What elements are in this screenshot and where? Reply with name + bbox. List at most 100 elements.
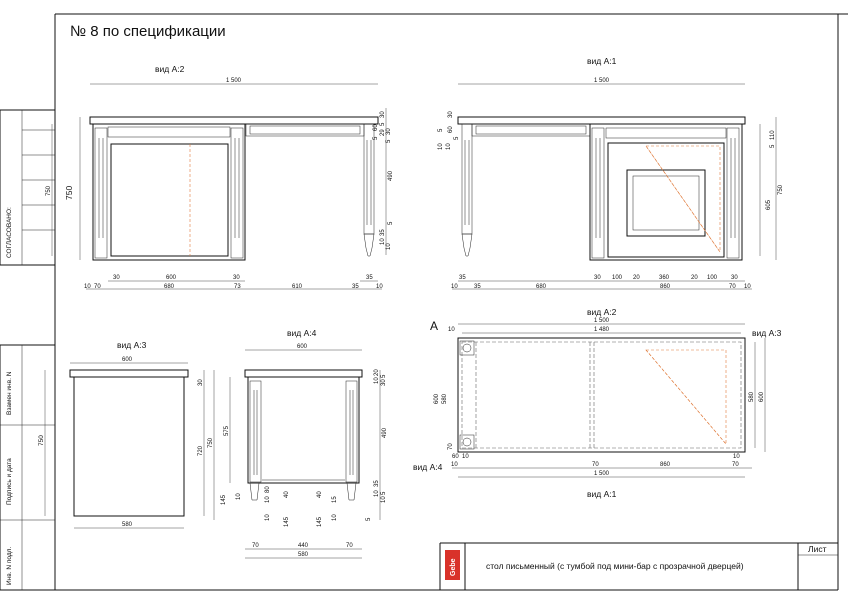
dim-a2-right-mid: 490 (388, 170, 394, 181)
dim-a4-in-4: 15 (332, 496, 338, 503)
dim-a3-bottom: 580 (122, 522, 133, 528)
sheet-title: № 8 по спецификации (70, 23, 226, 40)
dim-a1-b1-6: 100 (707, 275, 718, 281)
plan-right-small: 10 (733, 454, 740, 460)
plan-b1-2: 860 (660, 462, 671, 468)
dim-a1-lt-4: 60 (448, 126, 454, 133)
dim-a1-r-2: 605 (766, 199, 772, 210)
view-a1-label: вид А:1 (587, 56, 617, 66)
dim-a1-b1-5: 20 (691, 275, 698, 281)
dim-a1-b1-2: 100 (612, 275, 623, 281)
drawing-caption: стол письменный (с тумбой под мини-бар с… (486, 561, 744, 571)
dim-a2-top-1: 5 (380, 122, 386, 126)
dim-a4-l-2: 145 (221, 494, 227, 505)
plan-r-0: 580 (749, 391, 755, 402)
view-a4: вид А:4 600 750 575 145 10 20 10 5 30 49… (208, 328, 388, 559)
dim-a1-lt-5: 5 (454, 136, 460, 140)
inv-orig-label: Инв. N подл. (6, 547, 13, 585)
dim-a1-r-0: 5 (770, 144, 776, 148)
dim-a1-r-1: 110 (770, 130, 776, 140)
plan-label-left: вид А:4 (413, 462, 443, 472)
plan-b1-0: 10 (451, 462, 458, 468)
dim-a4-b1-0: 70 (252, 543, 259, 549)
dim-a4-leg-3: 10 (332, 514, 338, 521)
dim-a4-leg-2: 145 (317, 516, 323, 527)
dim-a3-height: 750 (38, 435, 45, 446)
dim-a1-b1-1: 30 (594, 275, 601, 281)
plan-l-0: 600 (434, 393, 440, 404)
dim-a4-tr-3: 30 (381, 379, 387, 386)
approval-stamp: СОГЛАСОВАНО: Взамен инв. N Подпись и дат… (0, 109, 56, 591)
dim-a1-lt-2: 5 (438, 128, 444, 132)
plan-top-overall: 1 500 (594, 318, 610, 324)
view-a2: вид А:2 1 500 750 750 30 5 60 29 5 30 (46, 64, 394, 290)
agreed-label: СОГЛАСОВАНО: (6, 207, 13, 258)
dim-a1-b2-3: 860 (660, 284, 671, 290)
dim-a4-leg-4: 5 (366, 517, 372, 521)
plan-l-2: 70 (448, 443, 454, 450)
plan-top-left: 10 (448, 327, 455, 333)
dim-a1-b2-2: 680 (536, 284, 547, 290)
dim-a4-l-1: 575 (224, 425, 230, 436)
view-a1: вид А:1 1 500 10 10 5 30 60 5 5 110 (438, 56, 784, 290)
dim-a2-b1-3: 35 (366, 275, 373, 281)
dim-a1-lt-1: 10 (446, 143, 452, 150)
dim-a1-b2-4: 70 (729, 284, 736, 290)
replace-inv-label: Взамен инв. N (6, 371, 13, 415)
dim-a2-b2-3: 73 (234, 284, 241, 290)
dim-a4-rl-0: 10 (374, 490, 380, 497)
dim-a2-left-inner: 750 (46, 185, 52, 196)
dim-a4-in-2: 40 (284, 491, 290, 498)
dim-a2-right-low-2: 10 (380, 238, 386, 245)
dim-a4-leg-1: 10 (265, 514, 271, 521)
sheet-frame (54, 13, 848, 591)
plan-top-inner: 1 480 (594, 327, 610, 333)
dim-a4-r-mid: 490 (382, 427, 388, 438)
dim-a4-in-3: 40 (317, 491, 323, 498)
dim-a4-b1-1: 440 (298, 543, 309, 549)
dim-a3-r-0: 30 (198, 379, 204, 386)
dim-a2-b1-1: 600 (166, 275, 177, 281)
dim-a1-lt-3: 30 (448, 111, 454, 118)
view-a2-label: вид А:2 (155, 64, 185, 74)
dim-a1-b2-0: 10 (451, 284, 458, 290)
dim-a2-right-low-0: 5 (388, 221, 394, 225)
dim-a1-b2-1: 35 (474, 284, 481, 290)
dim-a4-in-0: 10 (265, 496, 271, 503)
dim-a4-in-1: 80 (265, 486, 271, 493)
logo-text: Gebe (450, 558, 457, 576)
plan-bl-1: 10 (462, 454, 469, 460)
dim-a2-b1-2: 30 (233, 275, 240, 281)
dim-a2-b2-2: 680 (164, 284, 175, 290)
dim-a4-tr-1: 10 (374, 377, 380, 384)
plan-bl-0: 60 (452, 454, 459, 460)
plan-label-top: вид А:2 (587, 307, 617, 317)
dim-a1-b1-4: 360 (659, 275, 670, 281)
dim-a2-top-3: 29 (380, 129, 386, 136)
dim-a1-lt-0: 10 (438, 143, 444, 150)
dim-a4-b2: 580 (298, 552, 309, 558)
dim-a2-top-0: 30 (380, 111, 386, 118)
dim-a4-leg-0: 145 (284, 516, 290, 527)
view-a3-label: вид А:3 (117, 340, 147, 350)
dim-a2-overall: 1 500 (226, 78, 242, 84)
dim-a2-b2-4: 610 (292, 284, 303, 290)
dim-a2-top-6: 5 (386, 139, 392, 143)
dim-a2-top-5: 30 (386, 128, 392, 135)
sign-date-label: Подпись и дата (6, 458, 13, 505)
dim-a2-height: 750 (64, 186, 74, 200)
dim-a2-b2-5: 35 (352, 284, 359, 290)
logo-mark (445, 550, 460, 580)
dim-a4-rl-2: 5 (381, 491, 387, 495)
plan-b2: 1 500 (594, 471, 610, 477)
dim-a2-b1-0: 30 (113, 275, 120, 281)
dim-a4-l-0: 750 (208, 437, 214, 448)
plan-letter: А (430, 319, 438, 333)
dim-a4-b1-2: 70 (346, 543, 353, 549)
plan-r-1: 600 (759, 391, 765, 402)
dim-a4-l-3: 10 (236, 493, 242, 500)
dim-a3-top: 600 (122, 357, 133, 363)
dim-a4-top: 600 (297, 344, 308, 350)
